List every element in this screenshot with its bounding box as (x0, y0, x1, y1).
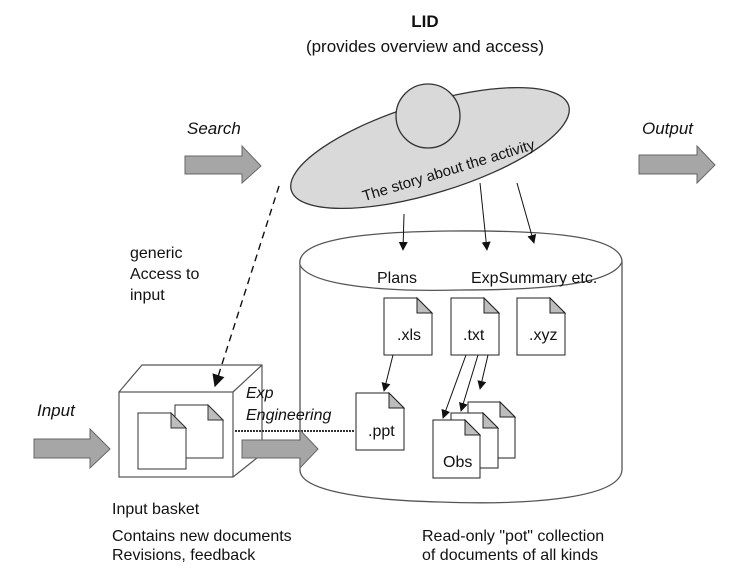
lid-disc: The story about the activity (290, 83, 570, 210)
doc-xls-label: .xls (397, 327, 421, 344)
pot-description: Read-only "pot" collection of documents … (422, 528, 609, 564)
txt-to-obs-arrow-3 (477, 354, 489, 390)
doc-txt[interactable]: .txt (450, 296, 501, 356)
exp-engineering-label: Exp Engineering (246, 385, 332, 424)
output-label: Output (642, 119, 694, 138)
page-fold-icon (482, 411, 500, 429)
input-basket-box[interactable] (118, 364, 263, 478)
output-arrow-icon (638, 144, 716, 185)
page-fold-icon (483, 296, 501, 314)
input-arrow-icon (33, 427, 111, 470)
input-label: Input (37, 401, 76, 420)
diagram-title: LID (411, 12, 438, 31)
doc-txt-label: .txt (463, 327, 485, 344)
page-fold-icon (464, 418, 482, 436)
access-note: generic Access to input (130, 245, 204, 304)
diagram-subtitle: (provides overview and access) (306, 37, 544, 56)
doc-obs-stack[interactable]: Obs (432, 400, 517, 479)
doc-ppt-label: .ppt (368, 423, 395, 440)
doc-ppt[interactable]: .ppt (355, 391, 406, 451)
lid-to-plans-arrow (398, 213, 408, 251)
page-fold-icon (207, 403, 225, 421)
search-arrow-icon (184, 144, 262, 185)
lid-to-expsummary-arrow (479, 182, 491, 251)
basket-to-pot-arrow-icon (241, 428, 319, 470)
page-fold-icon (499, 400, 517, 418)
xls-to-ppt-arrow (381, 354, 394, 392)
generic-access-dashed-arrow (212, 185, 280, 388)
input-basket-desc: Contains new documents Revisions, feedba… (112, 528, 296, 564)
doc-xyz[interactable]: .xyz (516, 296, 567, 356)
page-fold-icon (416, 296, 434, 314)
txt-to-obs-arrow-2 (459, 354, 479, 412)
input-basket-title: Input basket (112, 501, 200, 518)
lid-to-etc-arrow (516, 182, 537, 244)
doc-xyz-label: .xyz (529, 327, 557, 344)
page-fold-icon (170, 411, 188, 429)
page-fold-icon (549, 296, 567, 314)
txt-to-obs-arrow-1 (441, 354, 467, 419)
search-label: Search (187, 119, 241, 138)
expsummary-label: ExpSummary etc. (471, 270, 597, 287)
plans-label: Plans (377, 270, 417, 287)
doc-obs-label: Obs (443, 454, 472, 471)
page-fold-icon (388, 391, 406, 409)
doc-xls[interactable]: .xls (383, 296, 434, 356)
